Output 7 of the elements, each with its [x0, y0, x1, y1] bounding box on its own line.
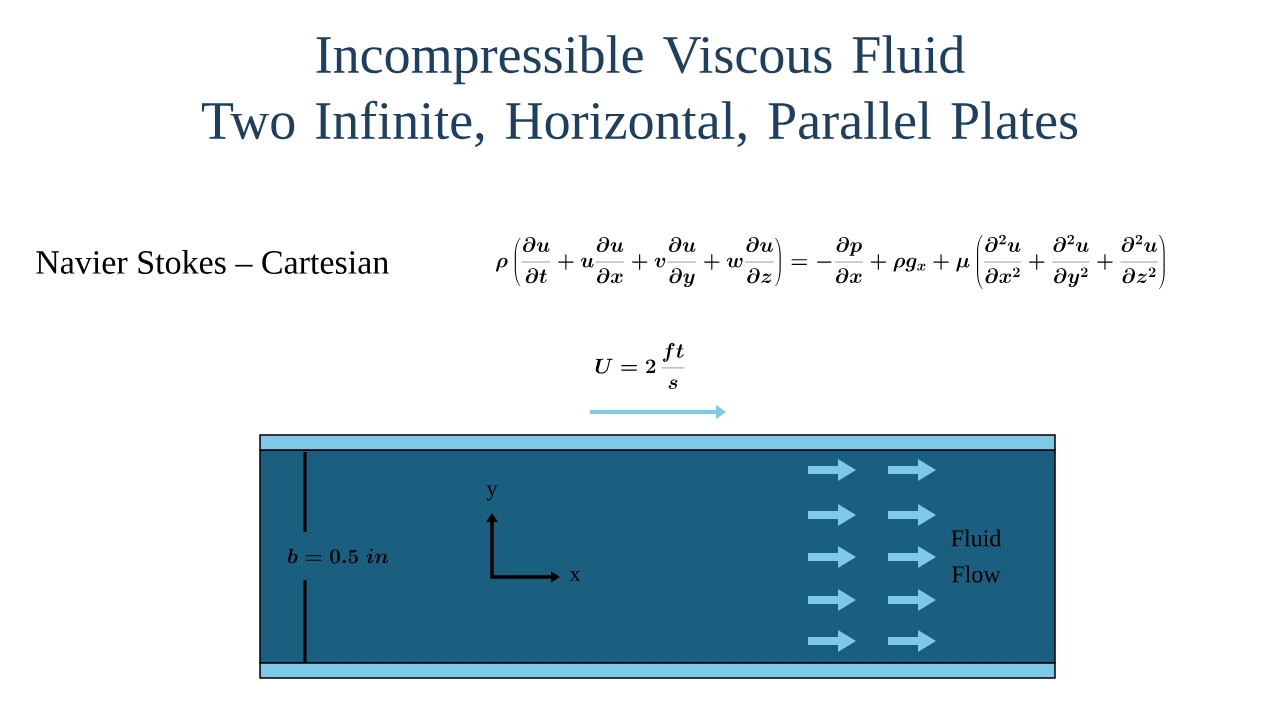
equation: $\rho\left(\frac{\partial u}{\partial t}+u\frac{\partial u}{\partial x}+v\frac{\partial u}{\partial y}+w\frac{\partial u}{\partial z}\right)=-\frac{\partial p}{\partial x}+\rho g_x+\mu\left(\frac{\partial^2 u}{\partial x^2}+\frac{\partial^2 u}{\partial y^2}+\frac{\partial^2 u}{\partial z^2}\right)$: [496, 234, 1165, 290]
axis-label: y: [486, 485, 498, 501]
velocity-label: $U=2\,\frac{ft}{s}$: [595, 343, 685, 389]
title: Incompressible Viscous Fluid Two Infinite, Horizontal, Parallel Plates: [202, 35, 1078, 147]
flow-label: Fluid Flow: [951, 529, 1002, 583]
axis-label: x: [569, 570, 581, 582]
equation-label: Navier Stokes – Cartesian: [36, 250, 389, 274]
